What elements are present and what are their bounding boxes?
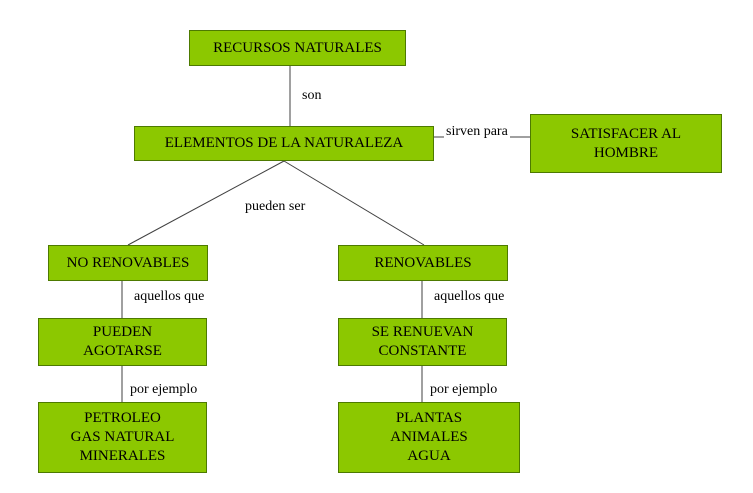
line-elementos-no-renovables <box>127 160 285 246</box>
node-elementos-naturaleza: ELEMENTOS DE LA NATURALEZA <box>134 126 434 161</box>
node-renovables: RENOVABLES <box>338 245 508 281</box>
node-satisfacer-hombre: SATISFACER AL HOMBRE <box>530 114 722 173</box>
node-plantas-animales-agua: PLANTAS ANIMALES AGUA <box>338 402 520 473</box>
link-label-son: son <box>300 88 324 104</box>
link-label-sirven-para: sirven para <box>444 124 510 140</box>
node-pueden-agotarse: PUEDEN AGOTARSE <box>38 318 207 366</box>
node-recursos-naturales: RECURSOS NATURALES <box>189 30 406 66</box>
line-elementos-renovables <box>283 160 425 246</box>
node-se-renuevan: SE RENUEVAN CONSTANTE <box>338 318 507 366</box>
link-label-pueden-ser: pueden ser <box>243 199 308 215</box>
link-label-aquellos-que-left: aquellos que <box>132 289 207 305</box>
link-label-por-ejemplo-right: por ejemplo <box>428 382 500 398</box>
link-label-aquellos-que-right: aquellos que <box>432 289 507 305</box>
node-petroleo-gas-minerales: PETROLEO GAS NATURAL MINERALES <box>38 402 207 473</box>
link-label-por-ejemplo-left: por ejemplo <box>128 382 200 398</box>
node-no-renovables: NO RENOVABLES <box>48 245 208 281</box>
